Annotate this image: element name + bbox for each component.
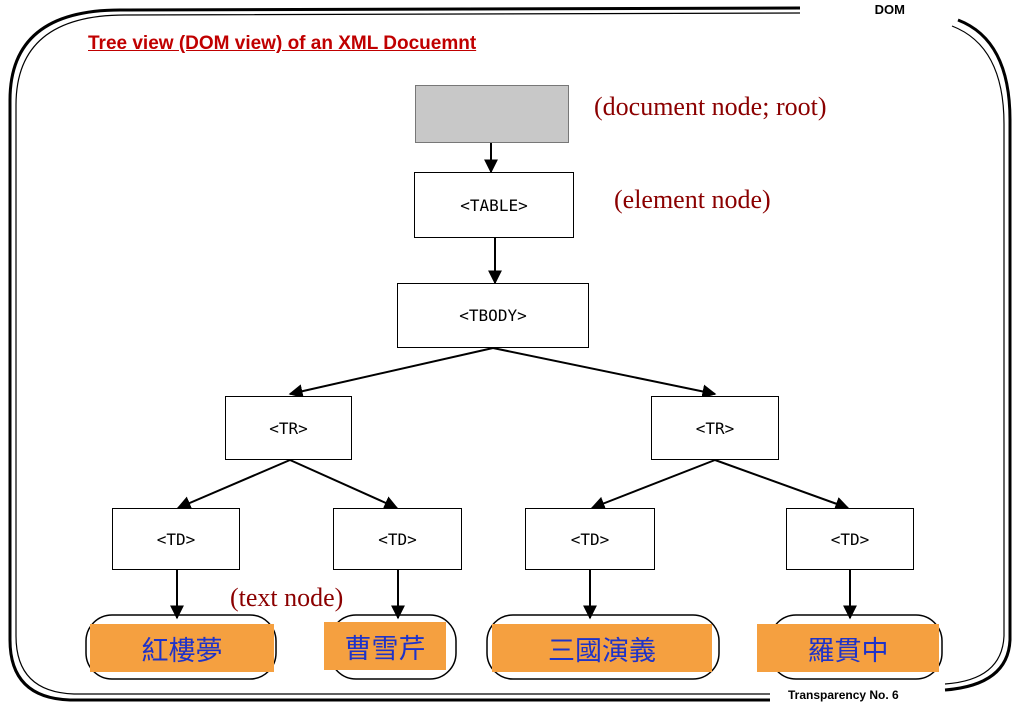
annotation-root: (document node; root) xyxy=(594,92,827,121)
tr-element-node-left: <TR> xyxy=(225,396,352,460)
td-element-node-1: <TD> xyxy=(112,508,240,570)
td-element-node-4: <TD> xyxy=(786,508,914,570)
text-node-2: 曹雪芹 xyxy=(324,622,446,670)
table-element-node: <TABLE> xyxy=(414,172,574,238)
text-node-4: 羅貫中 xyxy=(757,624,939,672)
slide-title: Tree view (DOM view) of an XML Docuemnt xyxy=(88,33,477,54)
text-node-3: 三國演義 xyxy=(492,624,712,672)
document-root-node xyxy=(415,85,569,143)
td-element-node-2: <TD> xyxy=(333,508,462,570)
tree-connectors xyxy=(170,143,857,620)
section-label: DOM xyxy=(874,2,905,17)
td-element-node-3: <TD> xyxy=(525,508,655,570)
slide-frame xyxy=(8,6,1012,702)
annotation-text-node: (text node) xyxy=(230,583,344,612)
annotation-element: (element node) xyxy=(614,185,771,214)
text-node-1: 紅樓夢 xyxy=(90,624,274,672)
tr-element-node-right: <TR> xyxy=(651,396,779,460)
tbody-element-node: <TBODY> xyxy=(397,283,589,348)
transparency-number: Transparency No. 6 xyxy=(788,688,899,702)
